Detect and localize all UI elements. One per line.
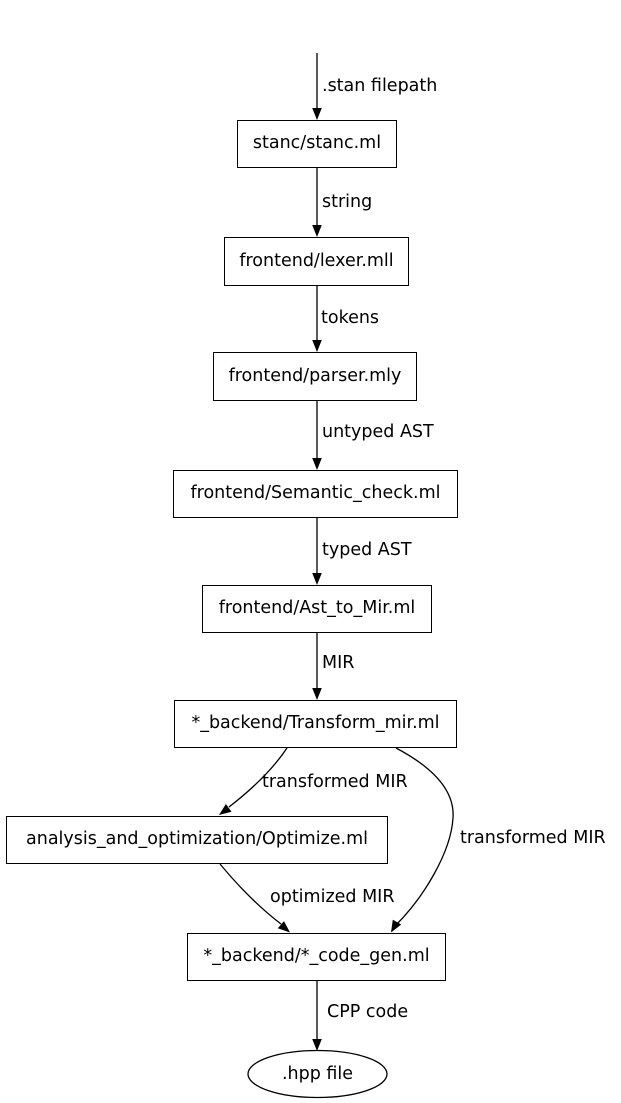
node-ast-to-mir-ml-label: frontend/Ast_to_Mir.ml [218, 598, 416, 619]
edge-optimize-to-code-gen [219, 863, 282, 925]
arrowhead-lexer-to-parser [312, 340, 322, 352]
node-lexer-mll: frontend/lexer.mll [224, 237, 409, 286]
arrowhead-input-to-stanc [312, 108, 322, 120]
arrowhead-ast-to-mir-to-transform-mir [312, 688, 322, 700]
edge-label-typed-ast: typed AST [322, 540, 412, 560]
arrowhead-stanc-to-lexer [312, 225, 322, 237]
edge-label-transformed-mir-left: transformed MIR [262, 772, 408, 792]
edge-label-stan-filepath: .stan filepath [322, 76, 438, 96]
arrowhead-transform-mir-to-code-gen [391, 919, 402, 933]
node-code-gen-ml: *_backend/*_code_gen.ml [187, 933, 446, 981]
node-stanc-ml: stanc/stanc.ml [237, 120, 397, 168]
node-parser-mly-label: frontend/parser.mly [228, 365, 402, 386]
edge-label-string: string [322, 192, 373, 212]
node-parser-mly: frontend/parser.mly [213, 352, 417, 401]
node-hpp-file-label: .hpp file [281, 1064, 354, 1084]
arrowhead-transform-mir-to-optimize [219, 804, 232, 815]
node-semantic-check-ml-label: frontend/Semantic_check.ml [190, 483, 441, 504]
edge-label-cpp-code: CPP code [327, 1002, 409, 1022]
edge-label-optimized-mir: optimized MIR [270, 887, 395, 907]
node-optimize-ml-label: analysis_and_optimization/Optimize.ml [26, 829, 368, 850]
node-code-gen-ml-label: *_backend/*_code_gen.ml [203, 946, 430, 967]
arrowhead-parser-to-semantic-check [312, 458, 322, 470]
arrowhead-optimize-to-code-gen [277, 921, 290, 933]
node-stanc-ml-label: stanc/stanc.ml [252, 133, 382, 154]
edge-transform-mir-to-code-gen [395, 747, 454, 926]
edge-label-tokens: tokens [321, 308, 380, 328]
node-hpp-file-ellipse [247, 1049, 388, 1099]
arrowhead-code-gen-to-hpp [312, 1039, 322, 1051]
node-semantic-check-ml: frontend/Semantic_check.ml [173, 470, 458, 518]
node-transform-mir-ml: *_backend/Transform_mir.ml [174, 700, 457, 748]
node-transform-mir-ml-label: *_backend/Transform_mir.ml [191, 713, 440, 734]
node-lexer-mll-label: frontend/lexer.mll [239, 250, 394, 271]
arrowhead-semantic-check-to-ast-to-mir [312, 573, 322, 585]
edge-label-transformed-mir-right: transformed MIR [460, 828, 606, 848]
node-ast-to-mir-ml: frontend/Ast_to_Mir.ml [202, 585, 432, 633]
node-optimize-ml: analysis_and_optimization/Optimize.ml [6, 816, 388, 864]
edge-label-mir: MIR [322, 653, 355, 673]
edge-transform-mir-to-optimize [228, 747, 288, 808]
edge-label-untyped-ast: untyped AST [322, 422, 434, 442]
